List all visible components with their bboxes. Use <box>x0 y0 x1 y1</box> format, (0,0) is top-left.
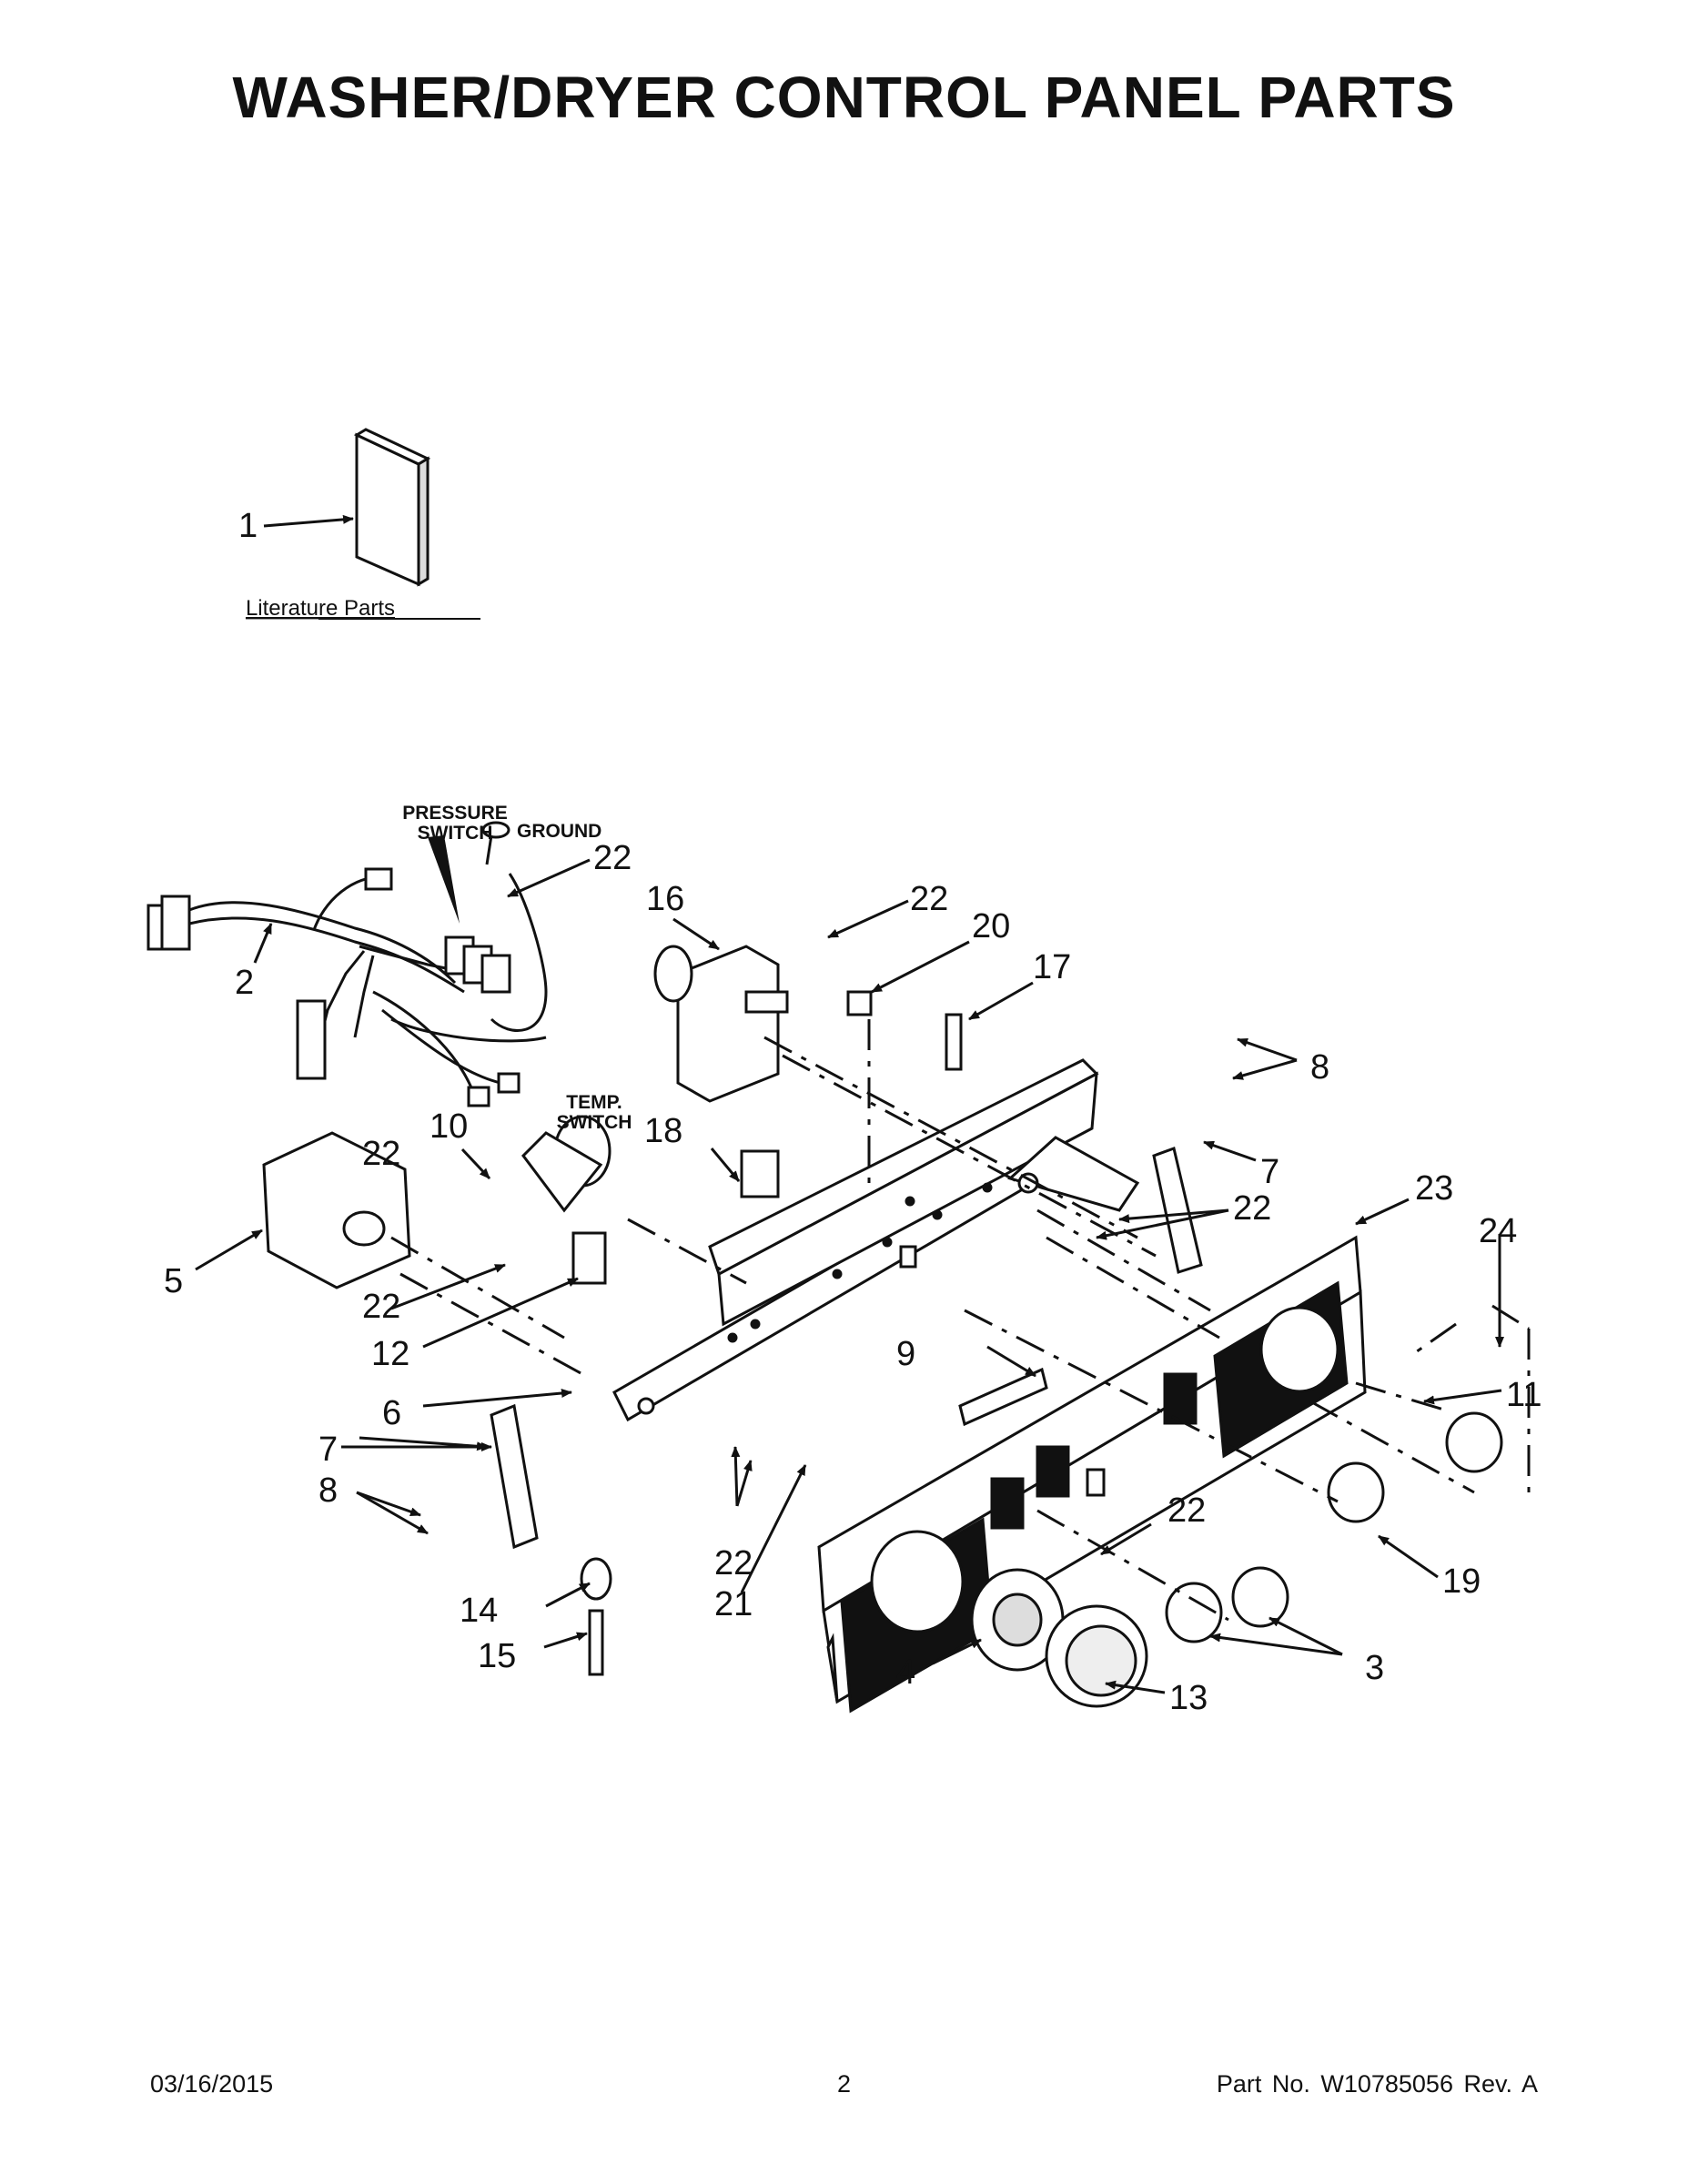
switch-20 <box>846 990 873 1016</box>
callout-22-harness: 22 <box>593 839 632 877</box>
callout-7-right: 7 <box>1260 1153 1279 1191</box>
callout-23: 23 <box>1415 1169 1453 1208</box>
leader-arrows <box>195 858 1504 1694</box>
side-brackets <box>490 1147 1203 1550</box>
page-title: WASHER/DRYER CONTROL PANEL PARTS <box>232 65 1456 130</box>
timer-part <box>653 945 789 1103</box>
callout-16: 16 <box>646 880 684 918</box>
callout-8-left: 8 <box>318 1471 338 1510</box>
spring-and-bolt <box>580 1557 612 1676</box>
callout-15: 15 <box>478 1637 516 1675</box>
console-bracket <box>612 1058 1140 1422</box>
switch-18 <box>740 1149 780 1198</box>
callout-17: 17 <box>1033 948 1071 986</box>
switches <box>571 990 963 1285</box>
knobs <box>970 1411 1503 1708</box>
callout-13: 13 <box>1169 1679 1208 1717</box>
callout-1: 1 <box>238 507 258 545</box>
callout-22-bracket: 22 <box>1233 1189 1271 1228</box>
callout-8-right: 8 <box>1310 1048 1329 1087</box>
callout-10: 10 <box>430 1107 468 1146</box>
pressure-switch-note-line2: SWITCH <box>418 823 493 844</box>
wire-harness <box>147 821 548 1107</box>
callout-14: 14 <box>460 1592 498 1630</box>
control-console-panel <box>817 1235 1367 1714</box>
bracket-17 <box>945 1013 963 1071</box>
footer-part-number: Part No. W10785056 Rev. A <box>1216 2070 1538 2098</box>
callout-22-module: 22 <box>362 1135 400 1173</box>
callout-11: 11 <box>1506 1376 1541 1414</box>
temp-switch-note-line2: SWITCH <box>557 1112 632 1133</box>
pressure-switch-note-line1: PRESSURE <box>402 803 508 824</box>
callout-7-left: 7 <box>318 1431 338 1469</box>
footer-page-number: 2 <box>836 2070 852 2098</box>
literature-parts-label: Literature Parts <box>246 596 395 621</box>
control-module <box>262 1131 411 1289</box>
callout-9: 9 <box>896 1335 915 1373</box>
literature-booklet <box>353 428 431 587</box>
callout-21: 21 <box>714 1585 753 1623</box>
callout-6: 6 <box>382 1394 401 1432</box>
callout-4: 4 <box>896 1653 915 1692</box>
knob-3b <box>1231 1566 1289 1628</box>
spring-14 <box>580 1557 612 1601</box>
knob-19 <box>1327 1461 1385 1523</box>
callout-5: 5 <box>164 1262 183 1300</box>
temp-switch-part <box>521 1115 612 1213</box>
callout-3: 3 <box>1365 1649 1384 1687</box>
footer-date: 03/16/2015 <box>150 2070 274 2098</box>
callout-22-switch: 22 <box>362 1288 400 1326</box>
bolt-15 <box>588 1609 604 1676</box>
callout-24: 24 <box>1479 1212 1517 1250</box>
callout-12: 12 <box>371 1335 409 1373</box>
callout-22-console: 22 <box>1167 1491 1206 1530</box>
callout-18: 18 <box>644 1112 682 1150</box>
callout-20: 20 <box>972 907 1010 945</box>
ground-note: GROUND <box>517 821 601 842</box>
callout-22-lower: 22 <box>714 1544 753 1582</box>
callout-22-timer: 22 <box>910 880 948 918</box>
callout-2: 2 <box>235 964 254 1002</box>
knob-3a <box>1165 1582 1223 1643</box>
callout-19: 19 <box>1442 1562 1481 1601</box>
assembly-lines <box>390 1019 1531 1622</box>
knob-11 <box>1445 1411 1503 1473</box>
temp-switch-note-line1: TEMP. <box>566 1092 622 1113</box>
switch-12 <box>571 1231 607 1285</box>
label-9 <box>958 1367 1048 1427</box>
